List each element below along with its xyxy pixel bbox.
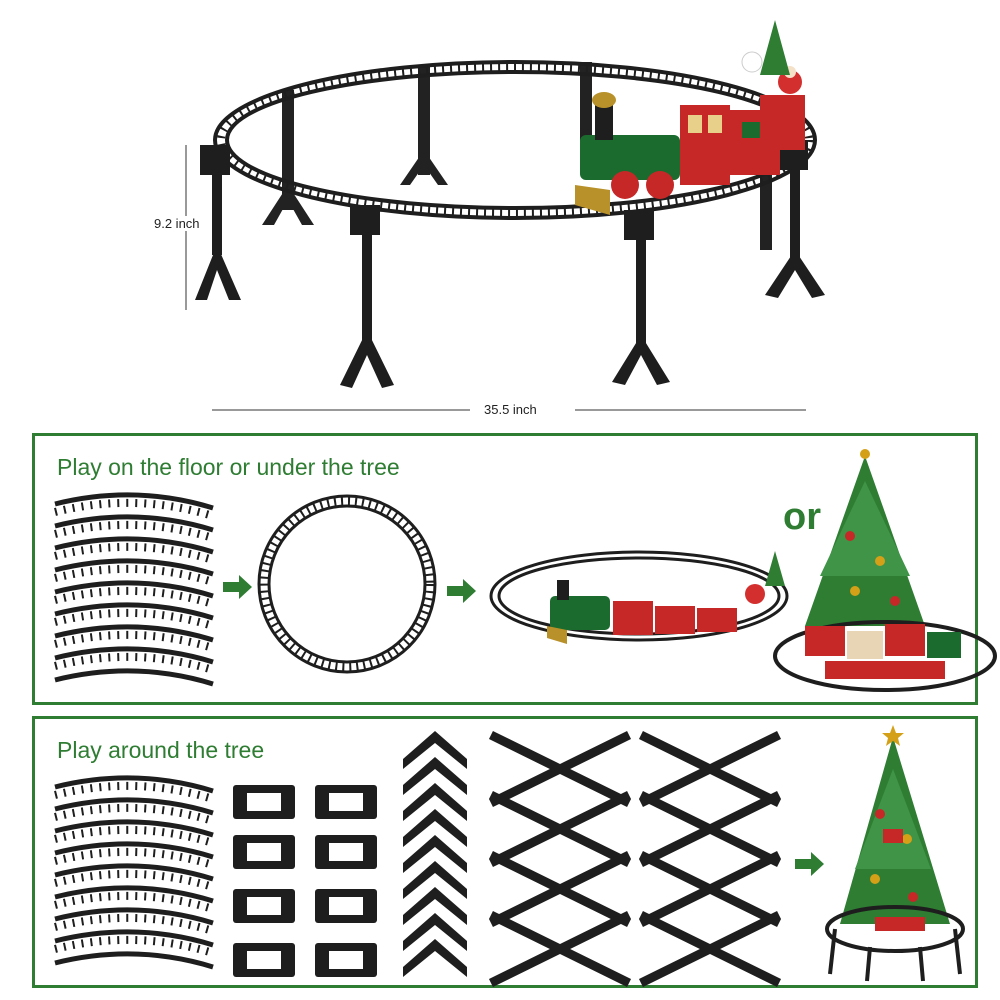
panel-floor-art [54,449,997,692]
or-label: or [783,496,821,538]
panel-floor-title: Play on the floor or under the tree [57,454,400,480]
panel-tree-title: Play around the tree [57,737,265,763]
elevated-track-svg [185,20,825,411]
panel-tree-art [54,725,965,988]
train-engine [575,20,805,215]
panel-floor-play: Play on the floor or under the tree or [32,433,997,705]
width-dimension-label: 35.5 inch [480,402,541,417]
panel-tree-play: Play around the tree [32,716,978,988]
height-dimension-label: 9.2 inch [150,216,204,231]
